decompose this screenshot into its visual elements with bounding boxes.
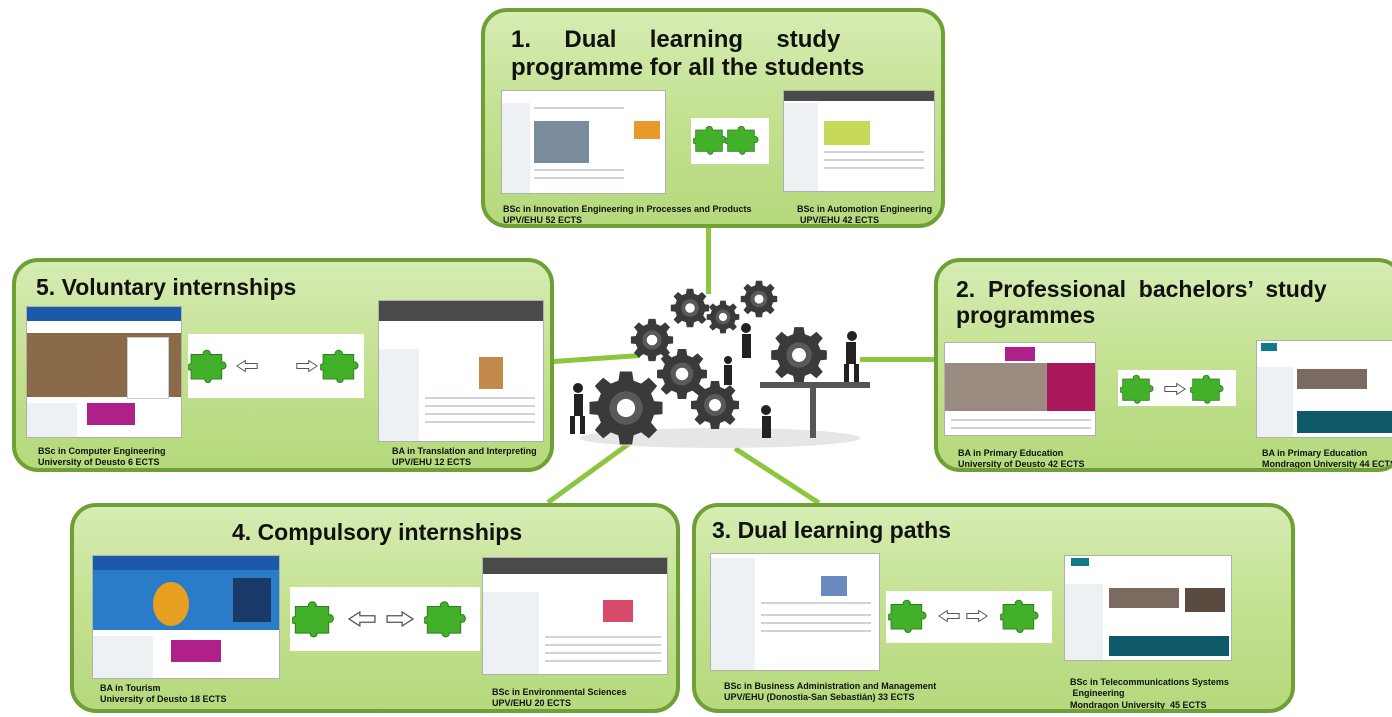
gears-teamwork-illustration — [570, 280, 870, 448]
caption-line: BSc in Business Administration and Manag… — [724, 681, 937, 691]
box-compulsory-internships: 4. Compulsory internships BA in Tourism — [70, 503, 680, 713]
box2-right-website-screenshot — [1256, 340, 1392, 438]
box2-title-line2: programmes — [956, 302, 1096, 329]
connector-center-to-box4 — [546, 441, 631, 505]
caption-line: Mondragon University 44 ECTS — [1262, 459, 1392, 470]
arrow-left-outline-icon — [348, 611, 376, 627]
box2-title-line1: 2. Professional bachelors’ study — [956, 276, 1327, 302]
box3-right-website-screenshot — [1064, 555, 1232, 661]
caption-line: BSc in Telecommunications Systems — [1070, 677, 1229, 687]
box1-left-caption: BSc in Innovation Engineering in Process… — [503, 204, 752, 226]
puzzle-piece-icon — [292, 601, 334, 638]
caption-line: University of Deusto 6 ECTS — [38, 457, 160, 468]
box1-title: 1. Dual learning study programme for all… — [511, 26, 911, 81]
caption-line: BA in Primary Education — [958, 448, 1064, 458]
box4-left-caption: BA in Tourism University of Deusto 18 EC… — [100, 683, 227, 706]
arrow-right-outline-icon — [386, 611, 414, 627]
arrow-right-outline-icon — [296, 359, 318, 373]
caption-line: Engineering — [1070, 688, 1125, 699]
box2-puzzle-panel — [1118, 370, 1236, 406]
box-dual-learning-paths: 3. Dual learning paths BSc in Business A… — [692, 503, 1295, 713]
box3-right-caption: BSc in Telecommunications Systems Engine… — [1070, 677, 1229, 710]
box4-right-website-screenshot — [482, 557, 668, 675]
puzzle-piece-icon — [1190, 374, 1224, 404]
caption-line: BA in Tourism — [100, 683, 161, 693]
box2-left-caption: BA in Primary Education University of De… — [958, 448, 1085, 470]
puzzle-piece-icon — [725, 125, 759, 155]
box-voluntary-internships: 5. Voluntary internships BSc in Computer… — [12, 258, 554, 472]
puzzle-piece-icon — [1120, 374, 1154, 404]
box2-right-caption: BA in Primary Education Mondragon Univer… — [1262, 448, 1392, 470]
caption-line: BSc in Environmental Sciences — [492, 687, 627, 697]
box5-left-caption: BSc in Computer Engineering University o… — [38, 446, 166, 468]
puzzle-piece-icon — [888, 599, 927, 634]
box3-puzzle-panel — [886, 591, 1052, 643]
caption-line: UPV/EHU 12 ECTS — [392, 457, 472, 468]
connector-center-to-box3 — [733, 446, 821, 506]
caption-line: BSc in Innovation Engineering in Process… — [503, 204, 752, 214]
puzzle-piece-icon — [424, 601, 466, 638]
caption-line: Mondragon University 45 ECTS — [1070, 699, 1207, 710]
puzzle-piece-icon — [320, 349, 359, 384]
box1-right-website-screenshot — [783, 90, 935, 192]
arrow-right-outline-icon — [966, 609, 988, 623]
box-professional-bachelors: 2. Professional bachelors’ study program… — [934, 258, 1392, 472]
box5-title: 5. Voluntary internships — [36, 274, 297, 300]
arrow-right-outline-icon — [1164, 382, 1186, 396]
caption-line: University of Deusto 18 ECTS — [100, 694, 227, 705]
box-dual-learning-programme: 1. Dual learning study programme for all… — [481, 8, 945, 228]
box4-right-caption: BSc in Environmental Sciences UPV/EHU 20… — [492, 687, 627, 709]
box3-title: 3. Dual learning paths — [712, 517, 951, 543]
arrow-left-outline-icon — [236, 359, 258, 373]
connector-center-to-box1 — [706, 224, 711, 294]
box5-puzzle-panel — [188, 334, 364, 398]
caption-line: University of Deusto 42 ECTS — [958, 459, 1085, 470]
box2-left-website-screenshot — [944, 342, 1096, 436]
box5-right-caption: BA in Translation and Interpreting UPV/E… — [392, 446, 537, 468]
box2-title: 2. Professional bachelors’ study program… — [956, 276, 1392, 329]
box4-title: 4. Compulsory internships — [232, 519, 523, 545]
caption-line: BSc in Automotion Engineering — [797, 204, 933, 214]
box4-puzzle-panel — [290, 587, 480, 651]
box1-title-line1: 1. Dual learning study — [511, 26, 841, 53]
box1-puzzle-panel — [691, 118, 769, 164]
caption-line: BA in Primary Education — [1262, 448, 1368, 458]
caption-line: UPV/EHU 42 ECTS — [800, 215, 880, 226]
box4-left-website-screenshot — [92, 555, 280, 679]
caption-line: UPV/EHU 52 ECTS — [503, 215, 583, 226]
box3-left-caption: BSc in Business Administration and Manag… — [724, 681, 936, 704]
connector-center-to-box2 — [860, 357, 940, 362]
box3-left-website-screenshot — [710, 553, 880, 671]
caption-line: UPV/EHU (Donostia-San Sebastián) 33 ECTS — [724, 692, 915, 703]
caption-line: BA in Translation and Interpreting — [392, 446, 537, 456]
puzzle-piece-icon — [1000, 599, 1039, 634]
puzzle-piece-icon — [188, 349, 227, 384]
box1-right-caption: BSc in Automotion Engineering UPV/EHU 42… — [797, 204, 933, 226]
box1-left-website-screenshot — [501, 90, 666, 194]
caption-line: BSc in Computer Engineering — [38, 446, 166, 456]
box5-right-website-screenshot — [378, 300, 544, 442]
box5-left-website-screenshot — [26, 306, 182, 438]
arrow-left-outline-icon — [938, 609, 960, 623]
caption-line: UPV/EHU 20 ECTS — [492, 698, 572, 709]
box1-title-line2: programme for all the students — [511, 53, 865, 81]
